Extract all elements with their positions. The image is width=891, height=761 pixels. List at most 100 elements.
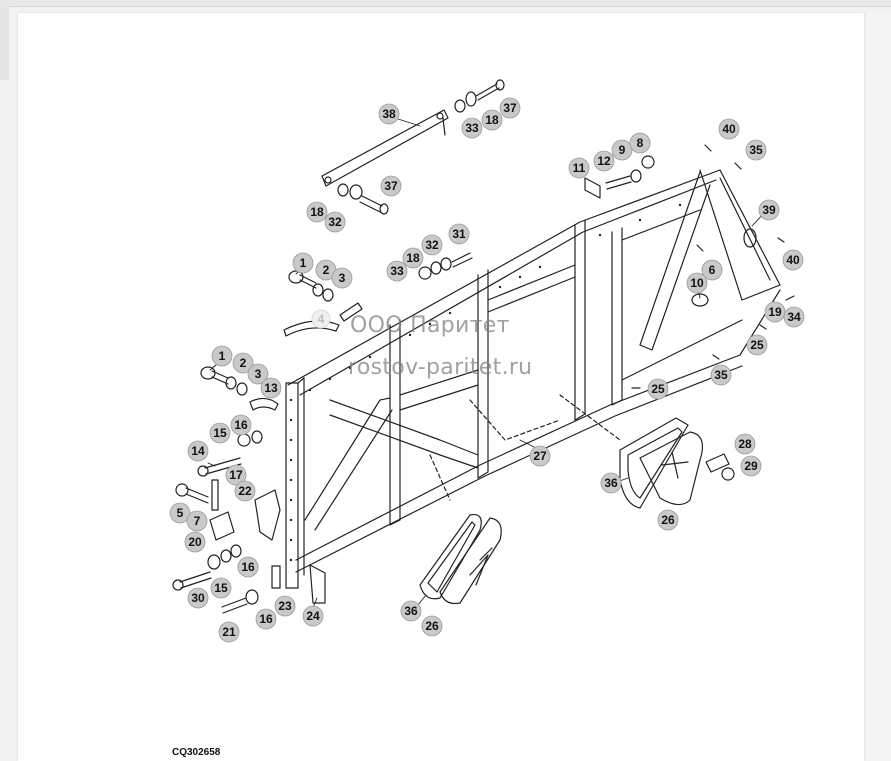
svg-text:21: 21	[222, 625, 236, 639]
callout-35[interactable]: 35	[745, 139, 767, 161]
callout-33[interactable]: 33	[461, 117, 483, 139]
svg-text:1: 1	[219, 349, 226, 363]
svg-text:37: 37	[384, 179, 398, 193]
callout-12[interactable]: 12	[593, 150, 615, 172]
svg-text:10: 10	[690, 276, 704, 290]
svg-text:14: 14	[191, 444, 205, 458]
callout-16[interactable]: 16	[237, 556, 259, 578]
callout-5[interactable]: 5	[169, 502, 191, 524]
tie-bar-part-38	[321, 109, 449, 187]
callout-38[interactable]: 38	[378, 103, 400, 125]
callout-6[interactable]: 6	[701, 259, 723, 281]
svg-text:19: 19	[768, 305, 782, 319]
hardware-left	[172, 430, 326, 614]
callout-18[interactable]: 18	[306, 201, 328, 223]
callout-37[interactable]: 37	[380, 175, 402, 197]
callout-11[interactable]: 11	[568, 157, 590, 179]
callout-31[interactable]: 31	[448, 223, 470, 245]
svg-text:24: 24	[306, 609, 320, 623]
svg-text:16: 16	[259, 612, 273, 626]
svg-text:26: 26	[425, 619, 439, 633]
callout-39[interactable]: 39	[758, 199, 780, 221]
callout-26[interactable]: 26	[657, 509, 679, 531]
figure-code: CQ302658	[172, 747, 221, 758]
rivet-dots	[289, 203, 682, 562]
callout-18[interactable]: 18	[402, 247, 424, 269]
callout-3[interactable]: 3	[331, 267, 353, 289]
callout-34[interactable]: 34	[783, 306, 805, 328]
callout-40[interactable]: 40	[718, 118, 740, 140]
svg-text:1: 1	[300, 256, 307, 270]
svg-text:3: 3	[339, 271, 346, 285]
svg-text:13: 13	[264, 381, 278, 395]
svg-text:29: 29	[744, 459, 758, 473]
callout-25[interactable]: 25	[647, 378, 669, 400]
svg-text:37: 37	[503, 101, 517, 115]
svg-text:35: 35	[714, 368, 728, 382]
callout-14[interactable]: 14	[187, 440, 209, 462]
cover-panels	[419, 417, 735, 605]
svg-text:33: 33	[390, 264, 404, 278]
callout-3[interactable]: 3	[247, 363, 269, 385]
svg-text:17: 17	[229, 468, 243, 482]
callout-1[interactable]: 1	[292, 252, 314, 274]
callout-17[interactable]: 17	[225, 464, 247, 486]
callout-32[interactable]: 32	[421, 234, 443, 256]
callout-33[interactable]: 33	[386, 260, 408, 282]
svg-text:18: 18	[310, 205, 324, 219]
callout-16[interactable]: 16	[255, 608, 277, 630]
callout-19[interactable]: 19	[764, 301, 786, 323]
svg-text:36: 36	[404, 604, 418, 618]
callout-40[interactable]: 40	[782, 249, 804, 271]
svg-text:30: 30	[191, 591, 205, 605]
callout-35[interactable]: 35	[710, 364, 732, 386]
callout-37[interactable]: 37	[499, 97, 521, 119]
callout-24[interactable]: 24	[302, 605, 324, 627]
callout-20[interactable]: 20	[184, 531, 206, 553]
callout-15[interactable]: 15	[210, 577, 232, 599]
callout-1[interactable]: 1	[211, 345, 233, 367]
svg-text:15: 15	[213, 426, 227, 440]
callout-4[interactable]: 4	[311, 309, 331, 329]
callout-13[interactable]: 13	[260, 377, 282, 399]
svg-text:25: 25	[651, 382, 665, 396]
callout-15[interactable]: 15	[209, 422, 231, 444]
svg-text:6: 6	[709, 263, 716, 277]
watermark-site: rostov-paritet.ru	[348, 355, 533, 380]
callout-8[interactable]: 8	[629, 132, 651, 154]
callout-2[interactable]: 2	[232, 352, 254, 374]
diagram-sheet	[18, 13, 864, 761]
svg-text:23: 23	[278, 599, 292, 613]
svg-text:32: 32	[425, 238, 439, 252]
watermark-company: ООО Паритет	[350, 313, 510, 338]
callout-10[interactable]: 10	[686, 272, 708, 294]
svg-text:38: 38	[382, 107, 396, 121]
callout-30[interactable]: 30	[187, 587, 209, 609]
callout-21[interactable]: 21	[218, 621, 240, 643]
callout-29[interactable]: 29	[740, 455, 762, 477]
right-margin	[866, 13, 891, 761]
callout-26[interactable]: 26	[421, 615, 443, 637]
callout-36[interactable]: 36	[400, 600, 422, 622]
callout-27[interactable]: 27	[529, 445, 551, 467]
callout-7[interactable]: 7	[186, 510, 208, 532]
svg-text:7: 7	[194, 514, 201, 528]
callout-18[interactable]: 18	[481, 109, 503, 131]
window-top-bar	[0, 0, 891, 7]
callout-32[interactable]: 32	[324, 211, 346, 233]
callout-16[interactable]: 16	[230, 414, 252, 436]
svg-text:18: 18	[485, 113, 499, 127]
callout-22[interactable]: 22	[234, 480, 256, 502]
callout-36[interactable]: 36	[600, 472, 622, 494]
callout-25[interactable]: 25	[746, 334, 768, 356]
callout-9[interactable]: 9	[611, 139, 633, 161]
callout-23[interactable]: 23	[274, 595, 296, 617]
callout-28[interactable]: 28	[734, 433, 756, 455]
svg-text:2: 2	[323, 263, 330, 277]
svg-text:18: 18	[406, 251, 420, 265]
svg-text:31: 31	[452, 227, 466, 241]
svg-text:5: 5	[177, 506, 184, 520]
left-edge-strip	[0, 6, 9, 80]
svg-text:22: 22	[238, 484, 252, 498]
